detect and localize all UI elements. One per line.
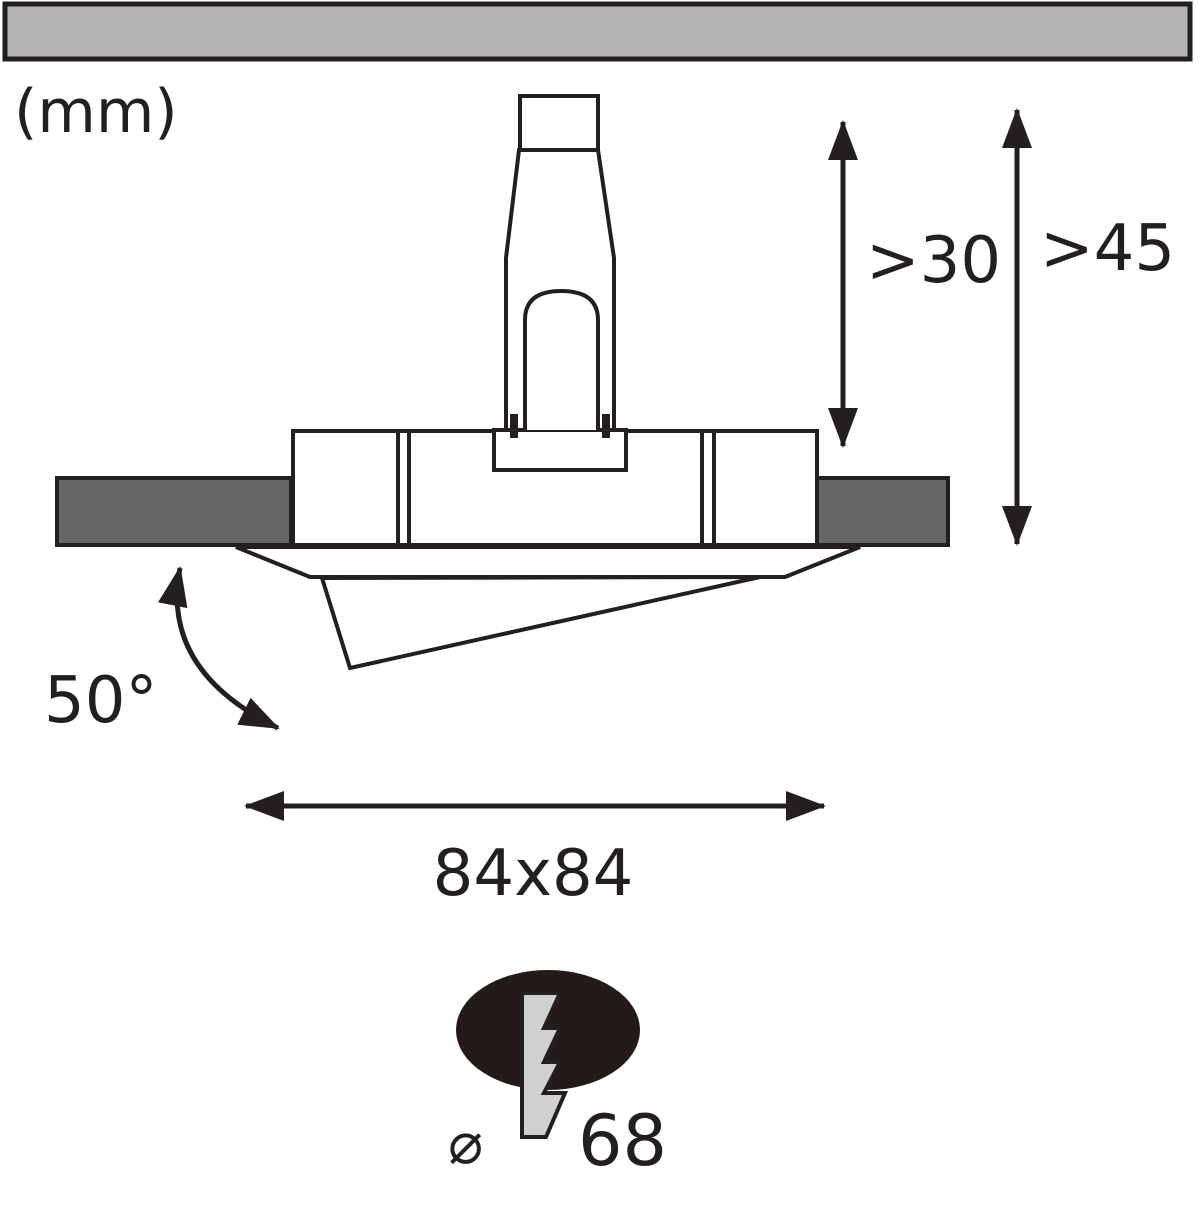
ceiling-section-right [815, 476, 950, 547]
tilted-lamp-insert [319, 575, 761, 671]
tilt-angle-label: 50° [44, 664, 157, 738]
depth-45-label: >45 [1040, 212, 1175, 286]
depth-30-label: >30 [866, 224, 1001, 298]
cutout-diameter-label: 68 [578, 1100, 667, 1182]
trim-plate [235, 545, 861, 579]
tilt-angle-arrow [157, 566, 280, 731]
units-label: (mm) [14, 77, 178, 147]
ceiling-section-left [55, 476, 293, 547]
spring-clip-slot [523, 288, 600, 430]
clip-tab [602, 414, 610, 438]
stem-cap [518, 94, 600, 152]
ceiling-bar [2, 1, 1193, 62]
diameter-symbol: ⌀ [448, 1109, 483, 1177]
trim-size-label: 84x84 [433, 837, 634, 911]
clip-tab [510, 414, 518, 438]
break-line-icon [520, 991, 569, 1139]
